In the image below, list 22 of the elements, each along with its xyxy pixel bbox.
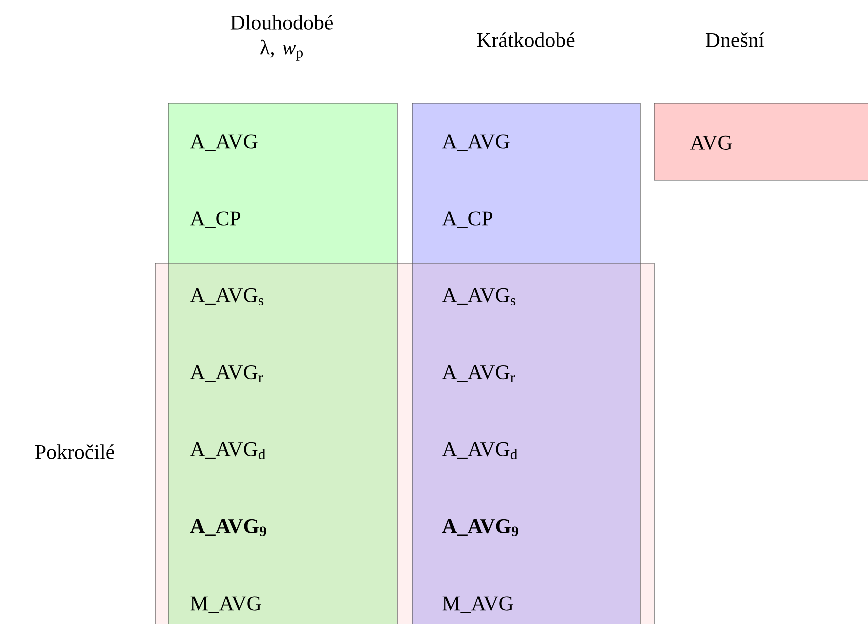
item-label: AVG xyxy=(690,136,732,150)
item-label: M_AVG xyxy=(442,596,514,614)
heading: Krátkodobé xyxy=(477,32,575,48)
item-label: A_AVG xyxy=(442,134,510,152)
item-label: M_AVG xyxy=(190,596,262,614)
item-label: A_AVG$_{9}$ xyxy=(442,519,518,537)
heading: Dlouhodobé λ, w$_{p}$ xyxy=(230,15,333,61)
item-label: A_AVG$_{9}$ xyxy=(190,519,266,537)
heading: Pokročilé xyxy=(36,444,114,460)
item-label: A_AVG$_{d}$ xyxy=(190,442,266,460)
item-label: A_AVG xyxy=(190,134,258,152)
column-box xyxy=(412,32,641,624)
column-box xyxy=(654,32,868,181)
heading: Dnešní xyxy=(706,32,764,48)
item-label: A_AVG$_{s}$ xyxy=(442,288,516,306)
item-label: A_AVG$_{s}$ xyxy=(190,288,264,306)
item-label: A_CP xyxy=(442,212,493,228)
item-label: A_AVG$_{r}$ xyxy=(190,366,264,382)
item-label: A_AVG$_{d}$ xyxy=(442,442,518,460)
item-label: A_CP xyxy=(190,212,241,228)
item-label: A_AVG$_{r}$ xyxy=(442,366,516,382)
column-box xyxy=(168,15,398,624)
